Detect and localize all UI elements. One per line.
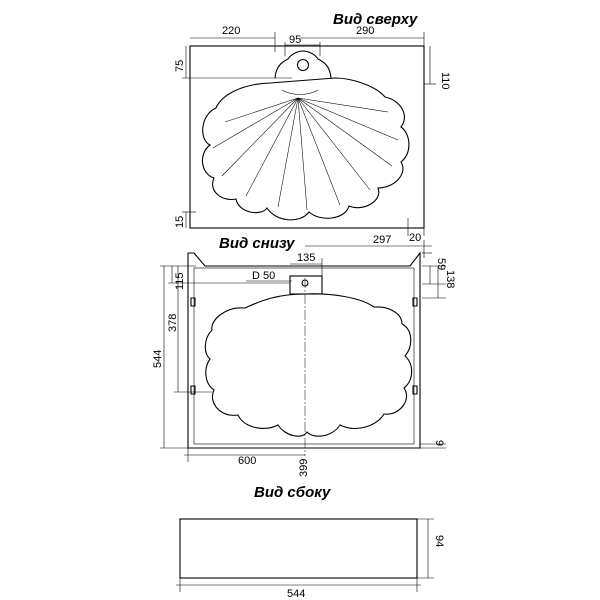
side-view: Вид сбоку 94 544 xyxy=(176,484,445,600)
dimension-9: 9 xyxy=(433,440,445,446)
top-view: Вид сверху 220 290 95 75 110 15 20 xyxy=(174,11,451,244)
dimension-544-depth: 544 xyxy=(152,350,164,368)
dimension-297: 297 xyxy=(373,234,391,246)
dimension-290: 290 xyxy=(356,25,374,37)
top-view-overflow-hole xyxy=(296,58,310,72)
dimension-110: 110 xyxy=(439,72,451,90)
dimension-115: 115 xyxy=(174,272,186,290)
dimension-399: 399 xyxy=(298,459,310,477)
top-view-dimension-lines xyxy=(182,32,436,236)
dimension-378: 378 xyxy=(167,314,179,332)
dimension-15: 15 xyxy=(174,216,186,228)
top-view-overflow-tab xyxy=(274,50,332,79)
top-view-title: Вид сверху xyxy=(333,11,418,28)
bottom-view-mounting-bolts xyxy=(190,297,418,395)
dimension-135: 135 xyxy=(297,252,315,264)
top-view-shell-rays xyxy=(212,97,399,211)
dimension-59: 59 xyxy=(435,258,447,270)
side-view-dimension-lines xyxy=(176,518,434,592)
top-view-shell-hinge xyxy=(281,89,319,95)
top-view-outline xyxy=(189,45,425,229)
dimension-d50: D 50 xyxy=(252,270,275,282)
bottom-view-title: Вид снизу xyxy=(219,235,295,252)
bottom-view-inner-frame xyxy=(193,267,415,445)
dimension-544-width: 544 xyxy=(287,588,305,600)
bottom-view-shell xyxy=(204,293,413,437)
dimension-20: 20 xyxy=(409,232,421,244)
bottom-view-frame xyxy=(187,251,421,449)
dimension-138: 138 xyxy=(444,270,456,288)
dimension-220: 220 xyxy=(222,25,240,37)
dimension-95: 95 xyxy=(289,34,301,46)
bottom-view: Вид снизу xyxy=(152,234,456,477)
bottom-view-dimension-lines xyxy=(160,240,446,462)
side-view-outline xyxy=(179,518,418,579)
side-view-title: Вид сбоку xyxy=(254,484,331,501)
bottom-view-drain-box xyxy=(289,275,323,295)
dimension-94: 94 xyxy=(433,535,445,547)
dimension-75: 75 xyxy=(174,60,186,72)
top-view-shell-basin xyxy=(202,77,410,221)
dimension-600: 600 xyxy=(238,455,256,467)
